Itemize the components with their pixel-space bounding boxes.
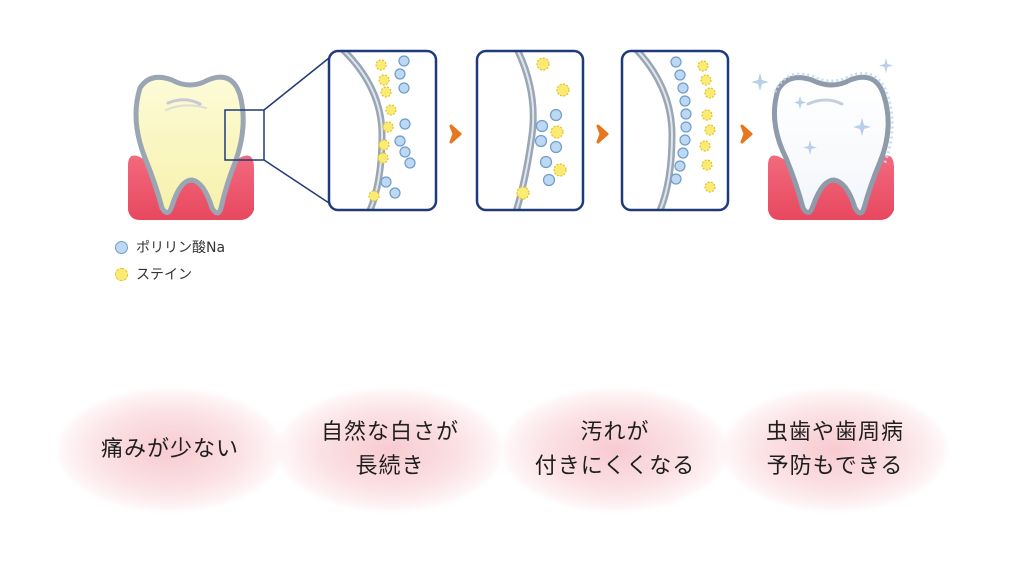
legend-label: ステイン	[136, 267, 192, 283]
blue-circle-icon	[115, 240, 128, 254]
white-tooth-icon	[751, 58, 894, 220]
chevron-right-icon	[449, 124, 462, 144]
step-panel-3	[620, 49, 730, 212]
pink-blob	[503, 389, 727, 511]
benefit-text: 自然な白さが 長続き	[321, 416, 459, 484]
zoom-indicator	[224, 57, 330, 204]
pink-blob	[723, 389, 947, 511]
step-panel-2	[475, 49, 585, 212]
legend-item-polyphosphate: ポリリン酸Na	[115, 236, 225, 258]
stain-particles	[368, 59, 397, 202]
legend: ポリリン酸Na ステイン	[115, 236, 225, 290]
benefit-text: 虫歯や歯周病 予防もできる	[766, 416, 904, 484]
benefit-line: 痛みが少ない	[100, 437, 239, 462]
benefit-card-2: 自然な白さが 長続き	[278, 389, 502, 511]
pink-blob	[278, 389, 502, 511]
sparkle-icon	[751, 58, 893, 155]
legend-item-stain: ステイン	[115, 263, 225, 285]
benefit-card-4: 虫歯や歯周病 予防もできる	[723, 389, 947, 511]
polyphosphate-particles	[380, 55, 416, 199]
chevron-right-icon	[596, 124, 609, 144]
yellow-tooth-icon	[127, 74, 254, 220]
chevron-right-icon	[740, 124, 753, 144]
benefit-line: 汚れが	[580, 420, 650, 445]
benefit-line: 虫歯や歯周病	[765, 420, 904, 445]
pink-blob	[58, 389, 282, 511]
benefit-line: 付きにくくなる	[534, 454, 696, 479]
benefit-text: 痛みが少ない	[101, 433, 239, 467]
step-panel-1	[327, 49, 438, 212]
yellow-circle-icon	[115, 267, 128, 281]
benefit-card-1: 痛みが少ない	[58, 389, 282, 511]
benefit-text: 汚れが 付きにくくなる	[535, 416, 696, 484]
benefit-line: 長続き	[355, 454, 425, 479]
benefit-line: 自然な白さが	[320, 420, 459, 445]
benefit-card-3: 汚れが 付きにくくなる	[503, 389, 727, 511]
benefit-line: 予防もできる	[766, 454, 904, 479]
legend-label: ポリリン酸Na	[136, 240, 226, 256]
